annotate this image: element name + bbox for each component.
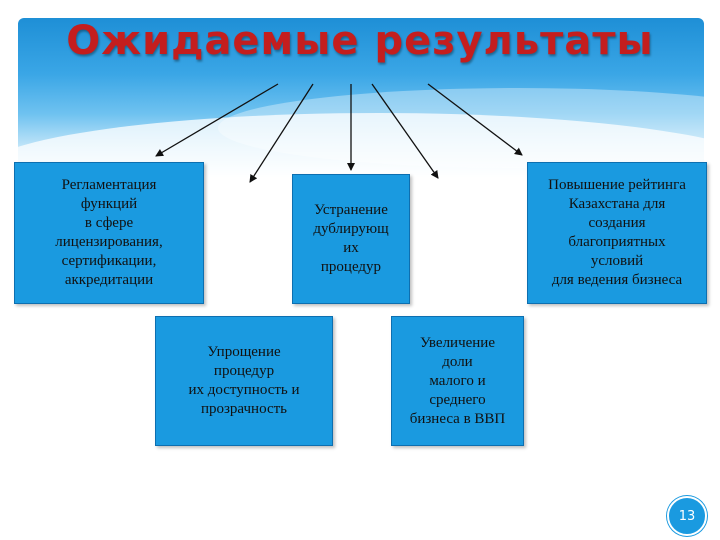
result-box-sme-share: Увеличение доли малого и среднего бизнес… [391,316,524,446]
result-box-simplification: Упрощение процедур их доступность и проз… [155,316,333,446]
page-number-badge: 13 [667,496,707,536]
result-box-regulation: Регламентация функций в сфере лицензиров… [14,162,204,304]
result-box-text: Упрощение процедур их доступность и проз… [188,344,300,417]
slide-title: Ожидаемые результаты [66,18,654,64]
result-box-rating: Повышение рейтинга Казахстана для создан… [527,162,707,304]
result-box-text: Увеличение доли малого и среднего бизнес… [409,334,506,427]
result-box-text: Устранение дублирующ их процедур [313,202,389,275]
result-box-remove-duplicates: Устранение дублирующ их процедур [292,174,410,304]
result-box-text: Регламентация функций в сфере лицензиров… [55,177,163,288]
result-box-text: Повышение рейтинга Казахстана для создан… [548,177,686,288]
